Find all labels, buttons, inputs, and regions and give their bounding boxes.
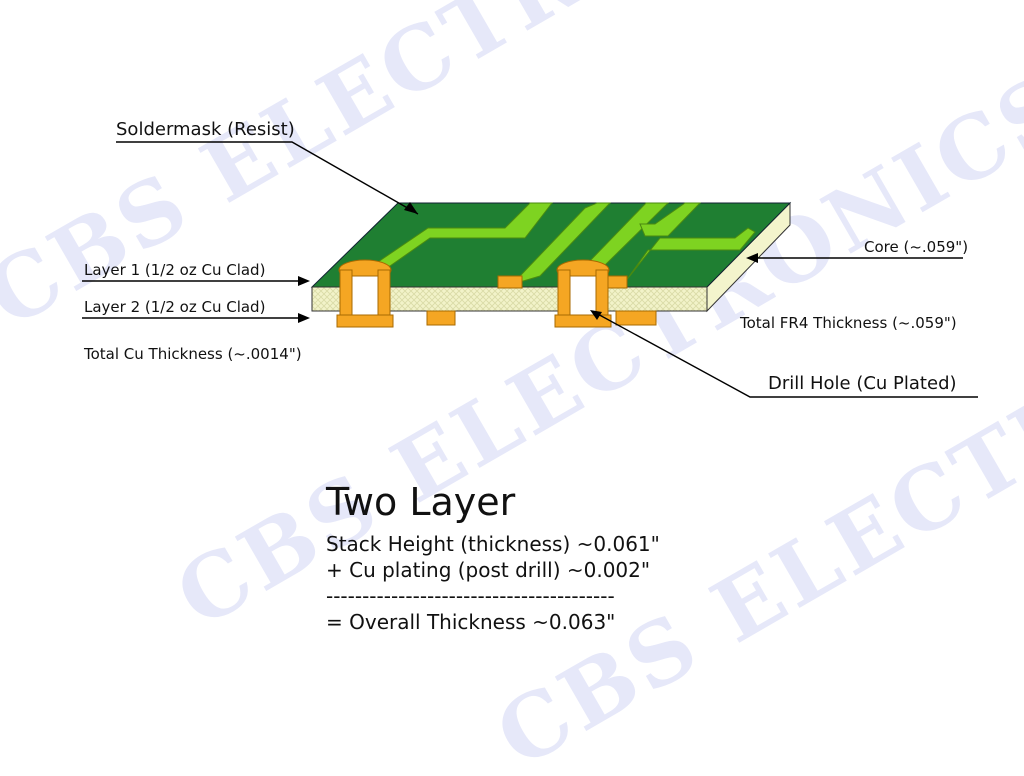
arrow-head xyxy=(746,253,758,263)
bottom-copper-pads xyxy=(426,310,657,326)
arrow-head xyxy=(590,310,602,320)
summary-overall-thickness: = Overall Thickness ~0.063" xyxy=(326,610,616,634)
summary-stack-height: Stack Height (thickness) ~0.061" xyxy=(326,532,660,556)
layer1-label: Layer 1 (1/2 oz Cu Clad) xyxy=(84,261,266,279)
plated-via-left xyxy=(336,259,394,328)
summary-divider: ---------------------------------------- xyxy=(326,584,615,608)
drill-hole-leader xyxy=(593,311,978,398)
summary-cu-plating: + Cu plating (post drill) ~0.002" xyxy=(326,558,651,582)
core-label: Core (~.059") xyxy=(864,238,969,256)
arrow-head xyxy=(298,276,310,286)
arrow-head xyxy=(404,202,418,214)
drill-hole-label: Drill Hole (Cu Plated) xyxy=(768,373,957,394)
soldermask-label: Soldermask (Resist) xyxy=(116,119,295,140)
total-fr4-label: Total FR4 Thickness (~.059") xyxy=(740,314,957,332)
arrow-head xyxy=(298,313,310,323)
total-cu-label: Total Cu Thickness (~.0014") xyxy=(84,345,302,363)
top-traces xyxy=(347,202,756,283)
soldermask-leader xyxy=(116,141,419,215)
summary-title: Two Layer xyxy=(326,480,516,524)
top-copper-pads xyxy=(497,275,628,289)
layer2-label: Layer 2 (1/2 oz Cu Clad) xyxy=(84,298,266,316)
